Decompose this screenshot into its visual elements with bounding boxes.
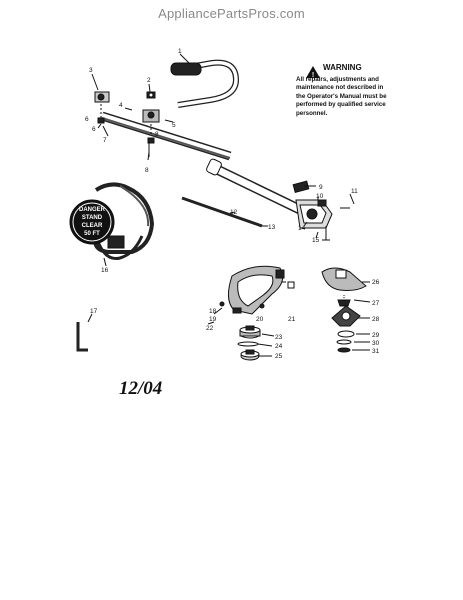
- warning-line-4: performed by qualified service: [296, 101, 386, 109]
- shaft-assembly: [181, 158, 355, 241]
- decal-line-1: DANGER: [79, 207, 106, 213]
- drive-cable: [181, 196, 263, 228]
- handle-grip: [170, 62, 202, 76]
- part-label: 24: [275, 343, 283, 350]
- part-label: 11: [351, 188, 358, 195]
- part-label: 10: [316, 193, 324, 200]
- svg-text:!: !: [312, 72, 314, 79]
- date-code: 12/04: [119, 378, 163, 399]
- part-label: 1: [178, 48, 182, 55]
- part-label: 27: [372, 300, 380, 307]
- part-label: 9: [319, 184, 323, 191]
- part-label: 23: [275, 334, 283, 341]
- part-label: 30: [372, 340, 380, 347]
- part-label: 6: [92, 126, 96, 133]
- part-label: 31: [372, 348, 380, 355]
- part-label: 17: [90, 308, 98, 315]
- warning-triangle-icon: !: [306, 66, 320, 79]
- handle-assembly: [91, 53, 240, 161]
- part-label: 21: [288, 316, 296, 323]
- part-label: 7: [103, 137, 107, 144]
- blade-assembly: [321, 267, 371, 353]
- part-label: 28: [372, 316, 380, 323]
- part-label: 13: [268, 224, 276, 231]
- part-label: 18: [209, 308, 217, 315]
- part-label: 25: [275, 353, 283, 360]
- part-label: 29: [372, 332, 380, 339]
- part-label: 4: [119, 102, 123, 109]
- part-label: 5: [172, 122, 176, 129]
- part-label: 14: [298, 225, 306, 232]
- decal-line-4: 50 FT: [84, 231, 100, 237]
- part-label: 20: [256, 316, 264, 323]
- part-labels: 1 2 3 4 5 6 7 8 9 10 11 12 13 14 15 16 1…: [85, 48, 380, 360]
- harness-assembly: [93, 182, 155, 267]
- warning-line-3: the Operator's Manual must be: [296, 92, 387, 100]
- part-label: 8: [155, 131, 159, 138]
- part-label: 22: [206, 325, 214, 332]
- part-label: 2: [147, 77, 151, 84]
- guard-assembly: [207, 265, 295, 361]
- part-label: 3: [89, 67, 93, 74]
- warning-line-1: All repairs, adjustments and: [296, 75, 379, 83]
- part-label: 26: [372, 279, 380, 286]
- warning-line-5: personnel.: [296, 109, 328, 117]
- decal-line-2: STAND: [82, 215, 103, 221]
- warning-notice: WARNING All repairs, adjustments and mai…: [296, 63, 416, 119]
- warning-line-2: maintenance not described in: [296, 84, 384, 92]
- hex-key: [76, 313, 93, 352]
- part-label: 19: [209, 316, 217, 323]
- warning-heading: WARNING: [308, 63, 416, 73]
- part-label: 8: [145, 167, 149, 174]
- warning-title: WARNING: [323, 63, 362, 72]
- decal-line-3: CLEAR: [82, 223, 103, 229]
- watermark: AppliancePartsPros.com: [158, 6, 305, 21]
- danger-decal: DANGER STAND CLEAR 50 FT: [69, 199, 115, 245]
- part-label: 6: [85, 116, 89, 123]
- part-label: 12: [230, 209, 238, 216]
- part-label: 15: [312, 237, 320, 244]
- part-label: 16: [101, 267, 109, 274]
